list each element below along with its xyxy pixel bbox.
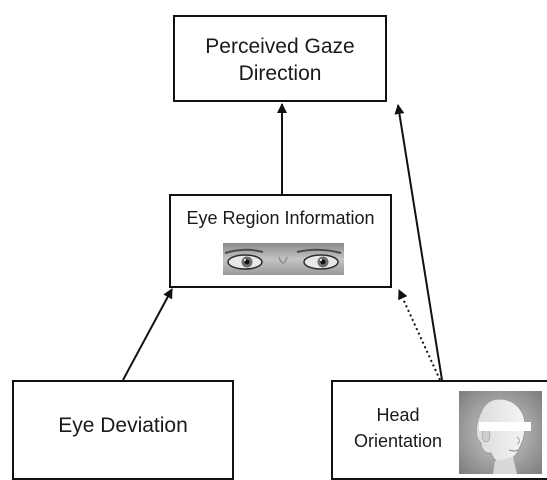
head-orientation-line2: Orientation (353, 431, 443, 452)
arrow-head-to-gaze (394, 104, 443, 381)
head-orientation-label: Head Orientation (343, 402, 453, 454)
perceived-gaze-direction-label: Perceived Gaze Direction (175, 33, 385, 88)
eye-region-information-label: Eye Region Information (186, 208, 375, 228)
eye-region-information-box: Eye Region Information (169, 194, 392, 288)
perceived-gaze-line2: Direction (238, 62, 322, 86)
head-orientation-box: Head Orientation (331, 380, 547, 480)
perceived-gaze-line1: Perceived Gaze (205, 35, 355, 58)
eye-deviation-box: Eye Deviation (12, 380, 234, 480)
eyes-image (223, 243, 344, 275)
perceived-gaze-direction-box: Perceived Gaze Direction (173, 15, 387, 102)
head-image (459, 391, 542, 474)
arrow-head-to-eye-region-dotted (398, 289, 441, 381)
eye-deviation-label: Eye Deviation (58, 414, 188, 437)
arrow-eye-deviation-to-eye-region (122, 288, 173, 381)
head-orientation-line1: Head (376, 405, 420, 425)
